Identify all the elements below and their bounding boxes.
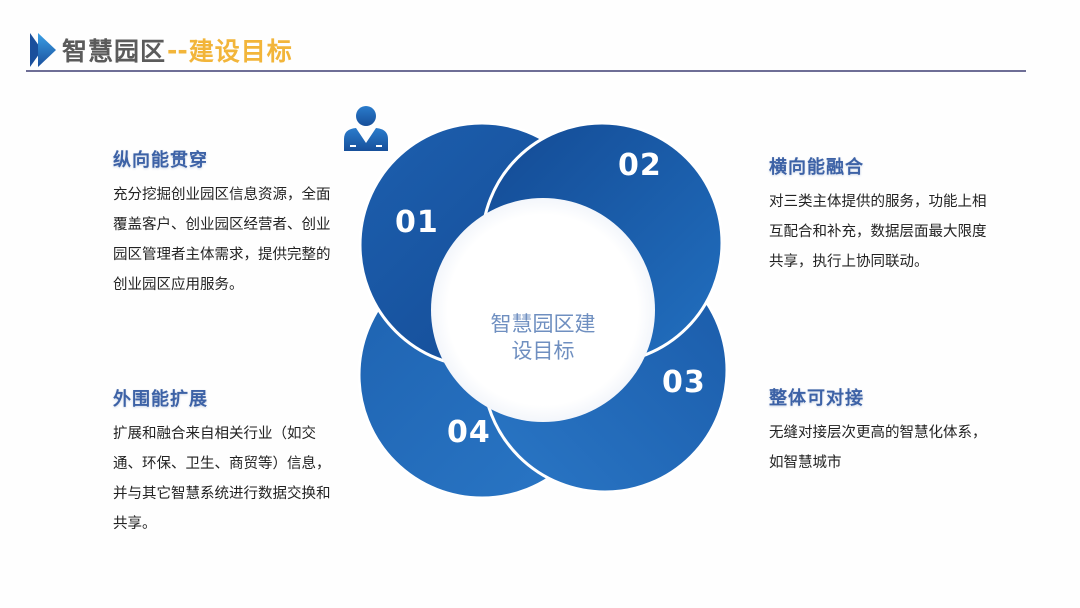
goal-description: 无缝对接层次更高的智慧化体系，如智慧城市 <box>769 425 987 471</box>
header-divider <box>26 70 1026 72</box>
goal-description: 对三类主体提供的服务，功能上相互配合和补充，数据层面最大限度共享，执行上协同联动… <box>769 194 987 270</box>
swirl-shapes <box>357 121 729 500</box>
center-label-line-1: 智慧园区建 <box>490 312 596 336</box>
goal-block-integration: 整体可对接 无缝对接层次更高的智慧化体系，如智慧城市 <box>769 384 994 478</box>
center-label: 智慧园区建 设目标 <box>468 311 618 365</box>
swirl-diagram: 01 02 03 04 智慧园区建 设目标 <box>340 105 750 515</box>
double-chevron-right-icon <box>30 33 56 67</box>
goal-block-vertical: 纵向能贯穿 充分挖掘创业园区信息资源，全面覆盖客户、创业园区经营者、创业园区管理… <box>113 146 338 300</box>
page-title-main: 智慧园区 <box>62 37 167 66</box>
lobe-number-03: 03 <box>662 365 706 400</box>
lobe-number-02: 02 <box>618 148 662 183</box>
center-circle <box>431 198 655 422</box>
goal-block-horizontal: 横向能融合 对三类主体提供的服务，功能上相互配合和补充，数据层面最大限度共享，执… <box>769 153 994 277</box>
person-icon <box>344 106 388 151</box>
lobe-number-04: 04 <box>447 415 491 450</box>
goal-description: 充分挖掘创业园区信息资源，全面覆盖客户、创业园区经营者、创业园区管理者主体需求，… <box>113 187 331 293</box>
lobe-number-01: 01 <box>395 205 439 240</box>
page-title-separator: -- <box>167 35 188 65</box>
goal-description: 扩展和融合来自相关行业（如交通、环保、卫生、商贸等）信息，并与其它智慧系统进行数… <box>113 426 331 532</box>
goal-heading: 整体可对接 <box>769 388 864 409</box>
goal-heading: 纵向能贯穿 <box>113 150 208 171</box>
center-label-line-2: 设目标 <box>511 339 575 363</box>
page-title-sub: 建设目标 <box>188 37 293 66</box>
goal-block-extension: 外围能扩展 扩展和融合来自相关行业（如交通、环保、卫生、商贸等）信息，并与其它智… <box>113 385 338 539</box>
goal-heading: 横向能融合 <box>769 157 864 178</box>
page-header: 智慧园区 -- 建设目标 <box>28 30 293 70</box>
goal-heading: 外围能扩展 <box>113 389 208 410</box>
